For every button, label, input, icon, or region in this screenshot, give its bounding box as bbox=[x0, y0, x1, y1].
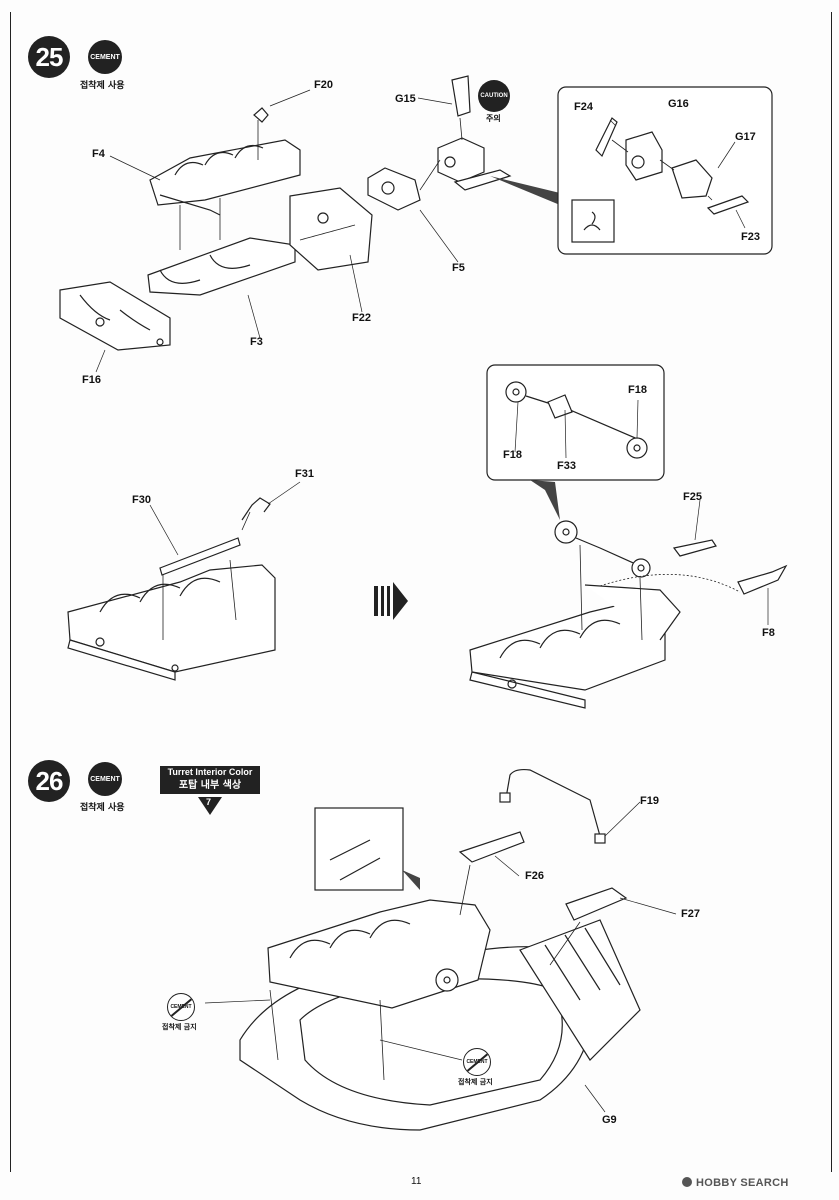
color-note-korean: 포탑 내부 색상 bbox=[178, 780, 242, 791]
hobby-search-logo-icon bbox=[682, 1177, 692, 1187]
part-label-f18: F18 bbox=[628, 384, 647, 396]
part-label-f25: F25 bbox=[683, 491, 702, 503]
part-label-f33: F33 bbox=[557, 460, 576, 472]
part-label-g17: G17 bbox=[735, 131, 756, 143]
leader-lines bbox=[95, 119, 769, 1113]
part-label-g16: G16 bbox=[668, 98, 689, 110]
part-label-f22: F22 bbox=[352, 312, 371, 324]
cement-badge: CEMENT bbox=[88, 40, 122, 74]
color-number-marker: 7 bbox=[198, 797, 222, 815]
part-label-f26: F26 bbox=[525, 870, 544, 882]
step-number-25: 25 bbox=[28, 36, 70, 78]
part-label-f24: F24 bbox=[574, 101, 593, 113]
color-number: 7 bbox=[206, 797, 212, 807]
part-label-f5: F5 bbox=[452, 262, 465, 274]
part-label-f16: F16 bbox=[82, 374, 101, 386]
no-cement-caption: 접착제 금지 bbox=[458, 1078, 493, 1086]
watermark: HOBBY SEARCH bbox=[682, 1177, 789, 1189]
part-label-f18: F18 bbox=[503, 449, 522, 461]
no-cement-caption: 접착제 금지 bbox=[162, 1023, 197, 1031]
step26-turret-assembly bbox=[239, 768, 641, 1131]
page-number: 11 bbox=[411, 1176, 422, 1187]
no-cement-icon: CEMENT bbox=[463, 1048, 491, 1076]
next-arrow bbox=[374, 582, 408, 620]
part-label-f19: F19 bbox=[640, 795, 659, 807]
part-label-f27: F27 bbox=[681, 908, 700, 920]
step25-subassembly-right bbox=[469, 364, 788, 709]
step-number-26: 26 bbox=[28, 760, 70, 802]
part-label-f8: F8 bbox=[762, 627, 775, 639]
cement-caption: 접착제 사용 bbox=[80, 803, 125, 813]
step25-cradle-exploded bbox=[59, 75, 560, 351]
part-label-f4: F4 bbox=[92, 148, 105, 160]
step25-subassembly-left bbox=[67, 497, 276, 681]
part-label-f30: F30 bbox=[132, 494, 151, 506]
part-label-f31: F31 bbox=[295, 468, 314, 480]
page-frame bbox=[10, 12, 832, 1172]
part-label-f3: F3 bbox=[250, 336, 263, 348]
cement-badge: CEMENT bbox=[88, 762, 122, 796]
color-note-box: Turret Interior Color 포탑 내부 색상 bbox=[160, 766, 260, 794]
step25-detail-inset bbox=[557, 86, 773, 255]
part-label-f20: F20 bbox=[314, 79, 333, 91]
watermark-text: HOBBY SEARCH bbox=[696, 1177, 789, 1189]
part-label-g15: G15 bbox=[395, 93, 416, 105]
caution-caption: 주의 bbox=[486, 114, 501, 123]
part-label-g9: G9 bbox=[602, 1114, 617, 1126]
color-note-english: Turret Interior Color bbox=[167, 767, 253, 777]
no-cement-icon: CEMENT bbox=[167, 993, 195, 1021]
caution-badge: CAUTION bbox=[478, 80, 510, 112]
cement-caption: 접착제 사용 bbox=[80, 81, 125, 91]
part-label-f23: F23 bbox=[741, 231, 760, 243]
